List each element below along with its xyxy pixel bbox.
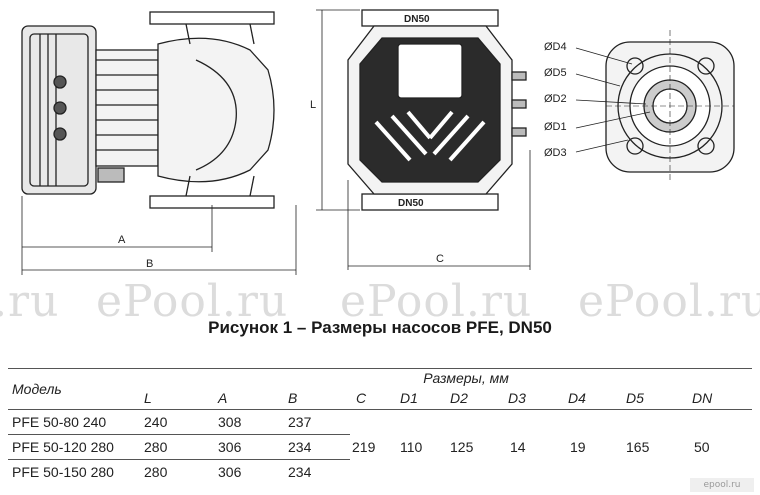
cell-d1: 110 — [400, 439, 423, 455]
watermark: l.ru — [0, 276, 60, 327]
table-row: PFE 50-120 280 280 306 234 — [8, 434, 752, 460]
column-header-a: A — [210, 387, 284, 410]
cell-d4: 19 — [570, 439, 586, 455]
table-row: PFE 50-150 280 280 306 234 — [8, 460, 752, 485]
cell-a: 306 — [210, 434, 284, 460]
cell-a: 308 — [210, 409, 284, 435]
flange-dim-d5: ØD5 — [544, 67, 567, 79]
dim-label-l: L — [310, 99, 316, 111]
dimensions-group-header: Размеры, мм — [142, 368, 752, 387]
column-header-d4: D4 — [566, 387, 624, 410]
front-view — [316, 9, 531, 270]
flange-dim-d2: ØD2 — [544, 93, 567, 105]
column-header-dn: DN — [684, 387, 752, 410]
table-subheader-row: L A B C D1 D2 D3 D4 D5 DN — [8, 387, 752, 410]
figure-caption: Рисунок 1 – Размеры насосов PFE, DN50 — [208, 318, 552, 337]
site-badge: epool.ru — [690, 478, 754, 492]
flange-label-top: DN50 — [404, 14, 430, 25]
model-cell: PFE 50-80 240 — [8, 409, 142, 435]
column-header-d5: D5 — [624, 387, 684, 410]
flange-view — [575, 30, 735, 182]
cell-l: 280 — [144, 464, 168, 480]
cell-d5: 165 — [626, 439, 650, 455]
cell-a: 306 — [218, 464, 242, 480]
side-view — [21, 11, 297, 275]
column-header-d2: D2 — [448, 387, 506, 410]
dim-label-c: C — [436, 253, 444, 265]
column-header-c: C — [350, 387, 398, 410]
dim-label-a: A — [118, 234, 126, 246]
cell-b: 234 — [288, 464, 312, 480]
column-header-d3: D3 — [506, 387, 566, 410]
cell-dn: 50 — [694, 439, 710, 455]
cell-d3: 14 — [510, 439, 526, 455]
cell-d2: 125 — [450, 439, 474, 455]
cell-b: 234 — [284, 434, 350, 460]
table-header-row: Модель Размеры, мм — [8, 368, 752, 410]
column-header-l: L — [142, 387, 210, 410]
cell-l: 240 — [142, 409, 210, 435]
flange-dim-d4: ØD4 — [544, 41, 567, 53]
cell-l: 280 — [142, 434, 210, 460]
flange-dim-d1: ØD1 — [544, 121, 567, 133]
cell-b: 237 — [284, 409, 350, 435]
flange-label-bottom: DN50 — [398, 198, 424, 209]
model-header: Модель — [8, 368, 142, 410]
model-cell: PFE 50-150 280 — [12, 464, 114, 480]
model-cell: PFE 50-120 280 — [8, 434, 142, 460]
dimensions-table: Модель Размеры, мм L A B C D1 D2 D3 D4 D… — [8, 368, 752, 484]
watermark: ePool.ru — [96, 276, 289, 327]
column-header-d1: D1 — [398, 387, 448, 410]
pump-dimension-drawing: A B DN50 DN50 L C ØD4 ØD5 ØD2 ØD1 ØD3 — [21, 9, 735, 275]
flange-dim-d3: ØD3 — [544, 147, 567, 159]
cell-c: 219 — [352, 439, 376, 455]
table-row: PFE 50-80 240 240 308 237 219 110 125 14… — [8, 409, 752, 455]
watermark: ePool.ru — [340, 276, 533, 327]
dim-label-b: B — [146, 258, 153, 270]
column-header-b: B — [284, 387, 350, 410]
watermark: ePool.ru — [578, 276, 760, 327]
